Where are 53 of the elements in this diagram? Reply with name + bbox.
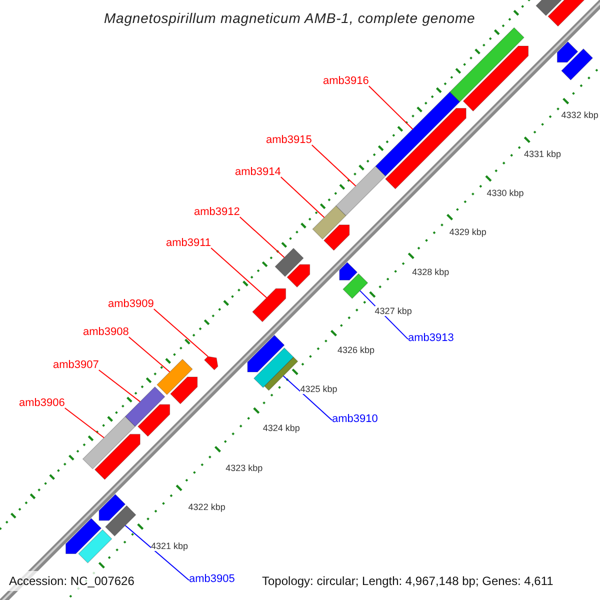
gene-label: amb3915 xyxy=(266,134,312,146)
gene-label: amb3914 xyxy=(235,166,281,178)
gene-block xyxy=(462,46,529,112)
leader-line xyxy=(64,408,104,438)
tick-label: 4326 kbp xyxy=(338,345,375,355)
gene-bar xyxy=(264,356,298,391)
leader-line xyxy=(311,144,356,187)
tick-label: 4328 kbp xyxy=(412,266,450,277)
tick-label: 4324 kbp xyxy=(262,423,300,434)
gene-label: amb3910 xyxy=(332,413,378,425)
gene-block xyxy=(556,41,578,63)
gene-block xyxy=(66,518,102,554)
gene-block xyxy=(94,434,140,480)
tick-label: 4323 kbp xyxy=(226,462,263,473)
gene-label: amb3907 xyxy=(53,359,99,371)
gene-label: amb3911 xyxy=(166,237,212,249)
title: Magnetospirillum magneticum AMB-1, complete genome xyxy=(104,9,476,28)
leader-line xyxy=(210,248,268,298)
leader-line xyxy=(282,375,332,421)
gene-block xyxy=(138,404,170,437)
tick-label: 4330 kbp xyxy=(486,188,524,198)
leader-line xyxy=(153,308,208,357)
gene-block xyxy=(252,288,286,322)
gene-label: amb3908 xyxy=(83,326,129,338)
tick-label: 4331 kbp xyxy=(524,149,562,159)
gene-label: amb3912 xyxy=(194,206,240,218)
gene-label: amb3906 xyxy=(19,397,65,409)
tick-label: 4327 kbp xyxy=(374,306,412,316)
gene-block xyxy=(98,494,126,521)
gene-block xyxy=(170,376,198,404)
gene-block xyxy=(286,264,310,288)
leader-line xyxy=(128,336,170,372)
gene-block xyxy=(324,224,350,251)
leader-line xyxy=(239,216,285,258)
gene-label: amb3913 xyxy=(408,332,454,344)
tick-label: 4325 kbp xyxy=(300,384,338,394)
gene-block xyxy=(247,334,285,372)
tick-label: 4321 kbp xyxy=(151,541,188,551)
leader-line xyxy=(368,86,414,130)
gene-label: amb3909 xyxy=(108,298,154,310)
gene-block xyxy=(339,262,358,280)
tick-label: 4322 kbp xyxy=(188,502,226,512)
leader-line xyxy=(98,370,141,402)
gene-label: amb3916 xyxy=(323,75,369,87)
leader-line xyxy=(280,176,325,218)
gene-bar xyxy=(254,348,294,388)
gene-block xyxy=(385,108,466,190)
leader-line xyxy=(124,524,190,581)
tick-label: 4329 kbp xyxy=(449,227,486,238)
gene-bar xyxy=(105,505,136,536)
tick-label: 4332 kbp xyxy=(561,110,598,120)
gene-label: amb3905 xyxy=(189,573,235,585)
gene-block xyxy=(204,356,218,370)
